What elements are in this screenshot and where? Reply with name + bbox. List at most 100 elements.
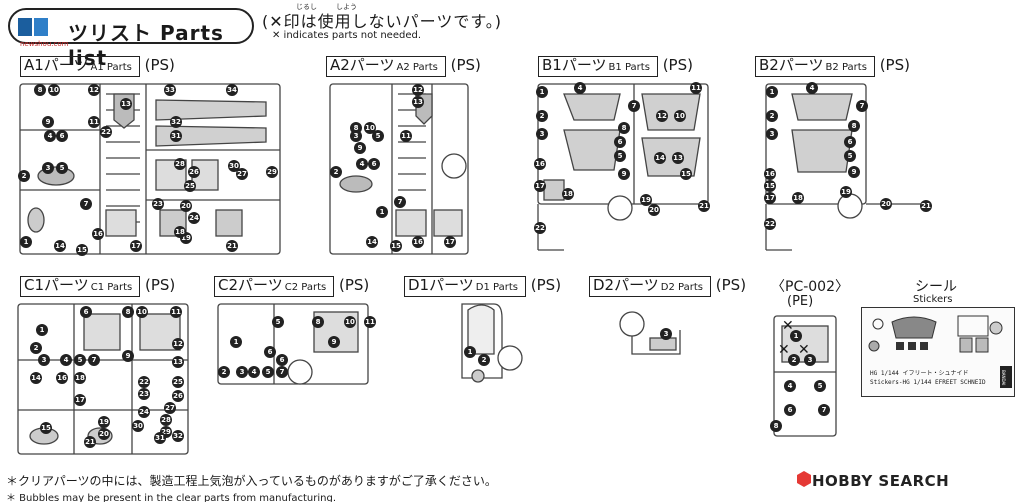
part-num: 20: [648, 204, 660, 216]
part-num: 17: [444, 236, 456, 248]
label-stickers-en: Stickers: [913, 294, 953, 305]
part-num: 13: [172, 356, 184, 368]
part-num: 1: [766, 86, 778, 98]
sprue-c1-drawing: [14, 300, 194, 460]
part-num: 21: [698, 200, 710, 212]
part-num: 27: [236, 168, 248, 180]
sprue-a2-drawing: [326, 80, 472, 258]
part-num: 5: [262, 366, 274, 378]
part-num: 8: [122, 306, 134, 318]
part-num: 4: [60, 354, 72, 366]
part-num: 17: [764, 192, 776, 204]
part-num: 5: [74, 354, 86, 366]
unused-parts-note-en: ✕ indicates parts not needed.: [272, 30, 422, 41]
part-num: 28: [160, 414, 172, 426]
part-num: 9: [848, 166, 860, 178]
part-num: 16: [534, 158, 546, 170]
part-num: 14: [366, 236, 378, 248]
part-num: 13: [672, 152, 684, 164]
unused-parts-note: (✕印は使用しないパーツです。): [262, 12, 502, 31]
part-num: 20: [880, 198, 892, 210]
part-num: 20: [98, 428, 110, 440]
part-num: 15: [40, 422, 52, 434]
sticker-caption-en: Stickers-HG 1/144 EFREET SCHNEID: [870, 379, 986, 386]
part-num: 25: [184, 180, 196, 192]
label-pc002: 〈PC-002〉: [771, 279, 849, 295]
part-num: 10: [48, 84, 60, 96]
hobby-search-watermark: HOBBY SEARCH: [812, 472, 950, 490]
part-num: 17: [534, 180, 546, 192]
part-num: 7: [394, 196, 406, 208]
part-num: 8: [34, 84, 46, 96]
part-num: 1: [36, 324, 48, 336]
label-stickers-ja: シール: [915, 279, 957, 295]
part-num: 9: [328, 336, 340, 348]
part-num: 11: [400, 130, 412, 142]
part-num: 13: [412, 96, 424, 108]
label-pc002-material: (PE): [787, 294, 814, 309]
part-num: 2: [30, 342, 42, 354]
part-num: 7: [80, 198, 92, 210]
part-num: 14: [654, 152, 666, 164]
part-num: 6: [784, 404, 796, 416]
part-num: 6: [844, 136, 856, 148]
part-num: 7: [628, 100, 640, 112]
ruby-shirushi: じるし: [296, 3, 317, 11]
sticker-sheet: HG 1/144 イフリート・シュナイド Stickers-HG 1/144 E…: [861, 307, 1015, 397]
part-num: 23: [152, 198, 164, 210]
part-num: 31: [154, 432, 166, 444]
part-num: 9: [42, 116, 54, 128]
part-num: 11: [690, 82, 702, 94]
part-num: 18: [174, 226, 186, 238]
part-num: 1: [230, 336, 242, 348]
part-num: 7: [856, 100, 868, 112]
part-num: 4: [806, 82, 818, 94]
part-num: 7: [88, 354, 100, 366]
part-num: 32: [170, 116, 182, 128]
part-num: 6: [56, 130, 68, 142]
part-num: 34: [226, 84, 238, 96]
unneeded-x-mark: ✕: [778, 342, 790, 358]
part-num: 3: [766, 128, 778, 140]
part-num: 2: [218, 366, 230, 378]
part-num: 12: [412, 84, 424, 96]
part-num: 5: [272, 316, 284, 328]
part-num: 25: [172, 376, 184, 388]
unneeded-x-mark: ✕: [782, 318, 794, 334]
part-num: 16: [92, 228, 104, 240]
part-num: 24: [138, 406, 150, 418]
part-num: 23: [138, 388, 150, 400]
part-num: 1: [536, 86, 548, 98]
part-num: 18: [74, 372, 86, 384]
part-num: 15: [680, 168, 692, 180]
part-num: 19: [840, 186, 852, 198]
part-num: 3: [536, 128, 548, 140]
part-num: 27: [164, 402, 176, 414]
part-num: 6: [368, 158, 380, 170]
part-num: 26: [172, 390, 184, 402]
part-num: 15: [764, 180, 776, 192]
sprue-pc002-drawing: [770, 312, 840, 440]
part-num: 11: [364, 316, 376, 328]
part-num: 8: [770, 420, 782, 432]
part-num: 17: [74, 394, 86, 406]
sticker-sheet-graphics: [868, 315, 1012, 388]
part-num: 12: [172, 338, 184, 350]
part-num: 8: [848, 120, 860, 132]
part-num: 16: [56, 372, 68, 384]
part-num: 24: [188, 212, 200, 224]
part-num: 10: [674, 110, 686, 122]
part-num: 3: [660, 328, 672, 340]
part-num: 30: [132, 420, 144, 432]
part-num: 2: [788, 354, 800, 366]
unneeded-x-mark: ✕: [798, 342, 810, 358]
part-num: 9: [122, 350, 134, 362]
part-num: 13: [120, 98, 132, 110]
